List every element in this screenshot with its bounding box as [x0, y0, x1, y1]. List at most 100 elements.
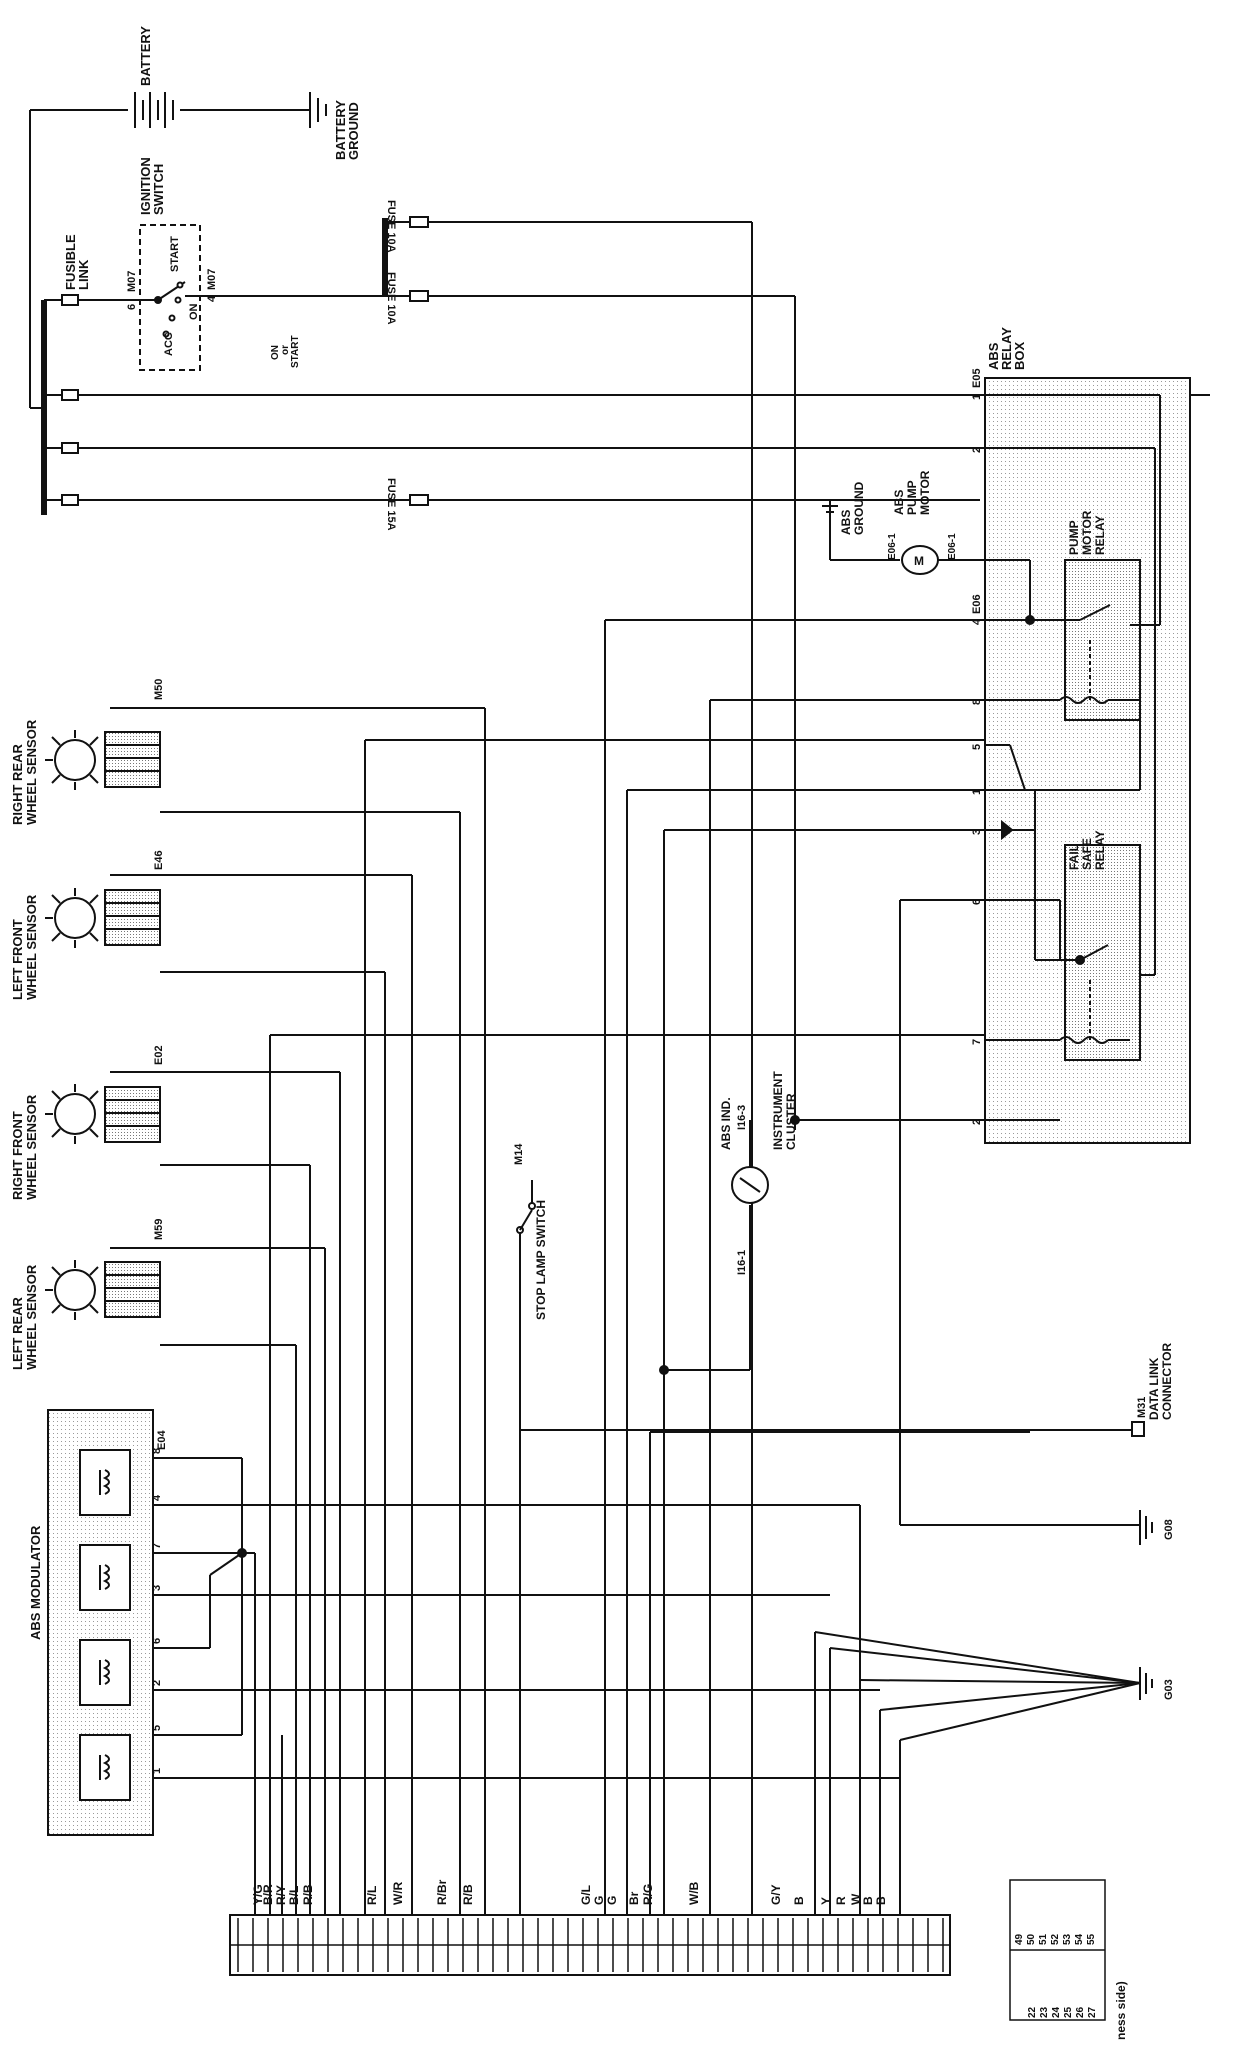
wire-color-label: R/B	[301, 1884, 315, 1905]
ignition-switch-label-2: SWITCH	[151, 164, 166, 215]
fuse-10a-lower	[385, 290, 796, 1130]
pin-grid-bottom-label: 51	[1038, 1933, 1049, 1945]
sensor-lf-conn: E46	[153, 850, 165, 870]
relay-pin-7: 3	[971, 829, 983, 835]
wire-color-label: R/G	[641, 1884, 655, 1905]
fuse-10a-upper	[385, 216, 753, 1915]
ground-g03-label: G03	[1163, 1679, 1175, 1700]
ic-conn-left: I16-1	[736, 1250, 748, 1275]
stop-lamp-conn: M14	[513, 1143, 525, 1165]
wire-color-label: R/L	[365, 1886, 379, 1905]
sensor-rf-label-2: WHEEL SENSOR	[24, 1094, 39, 1200]
modulator-pin-label: 2	[151, 1680, 163, 1686]
battery-ground-label: BATTERY	[333, 100, 348, 160]
sensor-lr-label-2: WHEEL SENSOR	[24, 1264, 39, 1370]
modulator-conn: E04	[156, 1430, 168, 1450]
pin-grid-bottom-label: 55	[1086, 1933, 1097, 1945]
sensor-rr-label: RIGHT REAR	[10, 744, 25, 826]
sw-start-label: START	[169, 236, 181, 272]
relay-box-title-3: BOX	[1012, 342, 1027, 371]
relay-box-title-2: RELAY	[999, 327, 1014, 370]
pin-grid-bottom-label: 53	[1062, 1933, 1073, 1945]
wire-color-label: Y	[819, 1897, 833, 1905]
sensor-rr-label-2: WHEEL SENSOR	[24, 719, 39, 825]
pin-grid-bottom-label: 52	[1050, 1933, 1061, 1945]
fuse-15a-label: FUSE 15A	[385, 478, 397, 531]
pin-grid-top-label: 22	[1027, 2006, 1038, 2018]
modulator-pin-label: 6	[151, 1638, 163, 1644]
pump-motor-relay-label-3: RELAY	[1093, 515, 1107, 555]
wire-color-label: Y/G	[251, 1884, 265, 1905]
stop-lamp-switch	[516, 1180, 536, 1430]
relay-box-internal-wiring	[985, 394, 1161, 1121]
relay-pin-8: 6	[971, 899, 983, 905]
relay-pin-9: 7	[971, 1039, 983, 1045]
wire-color-label: R/Br	[435, 1879, 449, 1905]
ground-g08-label: G08	[1163, 1519, 1175, 1540]
wire-color-label: B	[874, 1896, 888, 1905]
conn-e05: E05	[971, 368, 983, 388]
relay-pin-6: 1	[971, 789, 983, 795]
abs-pump-motor-label: ABS	[892, 490, 906, 515]
sensor-lr-label: LEFT REAR	[10, 1296, 25, 1370]
pin-grid-bottom-label: 49	[1014, 1933, 1025, 1945]
battery-ground-symbol	[309, 92, 327, 128]
wheel-sensor-right-rear	[45, 707, 485, 813]
ground-g03	[814, 1631, 1153, 1915]
harness-side-note: ness side)	[1114, 1981, 1128, 2040]
sensor-lf-label-2: WHEEL SENSOR	[24, 894, 39, 1000]
pump-motor-letter: M	[914, 554, 924, 568]
modulator-pin-label: 1	[151, 1768, 163, 1774]
modulator-solenoids	[79, 1449, 131, 1801]
wire-color-label: W/B	[687, 1881, 701, 1905]
relay-pin-2: 2	[971, 447, 983, 453]
sensor-lf-label: LEFT FRONT	[10, 919, 25, 1000]
data-link-label-2: CONNECTOR	[1160, 1343, 1174, 1420]
modulator-pin-label: 8	[151, 1448, 163, 1454]
pump-motor-relay-label: PUMP	[1067, 520, 1081, 555]
wire-color-label: Br	[627, 1891, 641, 1905]
sensor-lr-conn: M59	[153, 1219, 165, 1240]
wire-color-label: G/Y	[769, 1884, 783, 1905]
wire-color-label: G	[592, 1896, 606, 1905]
abs-ind-label: ABS IND.	[719, 1097, 733, 1150]
fusible-link-label: FUSIBLE	[63, 234, 78, 290]
ecu-pin-ticks	[237, 1918, 944, 1972]
conn-e06: E06	[971, 594, 983, 614]
on-or-start-label-2: or	[280, 345, 291, 355]
pin-grid-top-label: 25	[1063, 2006, 1074, 2018]
wire-color-label: G	[605, 1896, 619, 1905]
pin-grid-bottom-label: 50	[1026, 1933, 1037, 1945]
wire-color-label: W/R	[391, 1881, 405, 1905]
pin-grid-top-label: 23	[1039, 2006, 1050, 2018]
sw-conn-right: M07	[206, 269, 218, 290]
modulator-pin-label: 5	[151, 1725, 163, 1731]
wire-color-label: B	[861, 1896, 875, 1905]
data-link-conn: M31	[1136, 1397, 1148, 1418]
pin-grid-top-label: 24	[1051, 2006, 1062, 2018]
modulator-pin-label: 7	[151, 1543, 163, 1549]
on-or-start-label: ON	[270, 345, 281, 360]
pin-grid-bottom-label: 54	[1074, 1933, 1085, 1945]
abs-ground-label: ABS	[839, 510, 853, 535]
sw-pin-right: 4	[206, 295, 218, 302]
wire-color-label: G/L	[579, 1885, 593, 1905]
instrument-cluster-label-2: CLUSTER	[784, 1093, 798, 1150]
pin-grid-top-label: 27	[1087, 2006, 1098, 2018]
wire-color-label: B/R	[261, 1884, 275, 1905]
relay-box-title: ABS	[986, 342, 1001, 370]
ignition-switch-contacts	[120, 281, 385, 338]
instrument-cluster-label: INSTRUMENT	[771, 1071, 785, 1150]
connector-pin-grid	[1009, 1879, 1106, 2021]
wire-color-label: R	[834, 1896, 848, 1905]
wheel-sensor-left-front	[45, 874, 412, 973]
relay-pin-4: 8	[971, 699, 983, 705]
fusible-link-label-2: LINK	[76, 259, 91, 290]
relay-pin-5: 5	[971, 744, 983, 750]
fuse-top-2-label: FUSE 10A	[385, 272, 397, 325]
abs-pump-motor-label-3: MOTOR	[918, 470, 932, 515]
battery-ground-label-2: GROUND	[346, 102, 361, 160]
modulator-pin-label: 4	[151, 1494, 163, 1501]
battery-label: BATTERY	[138, 26, 153, 86]
